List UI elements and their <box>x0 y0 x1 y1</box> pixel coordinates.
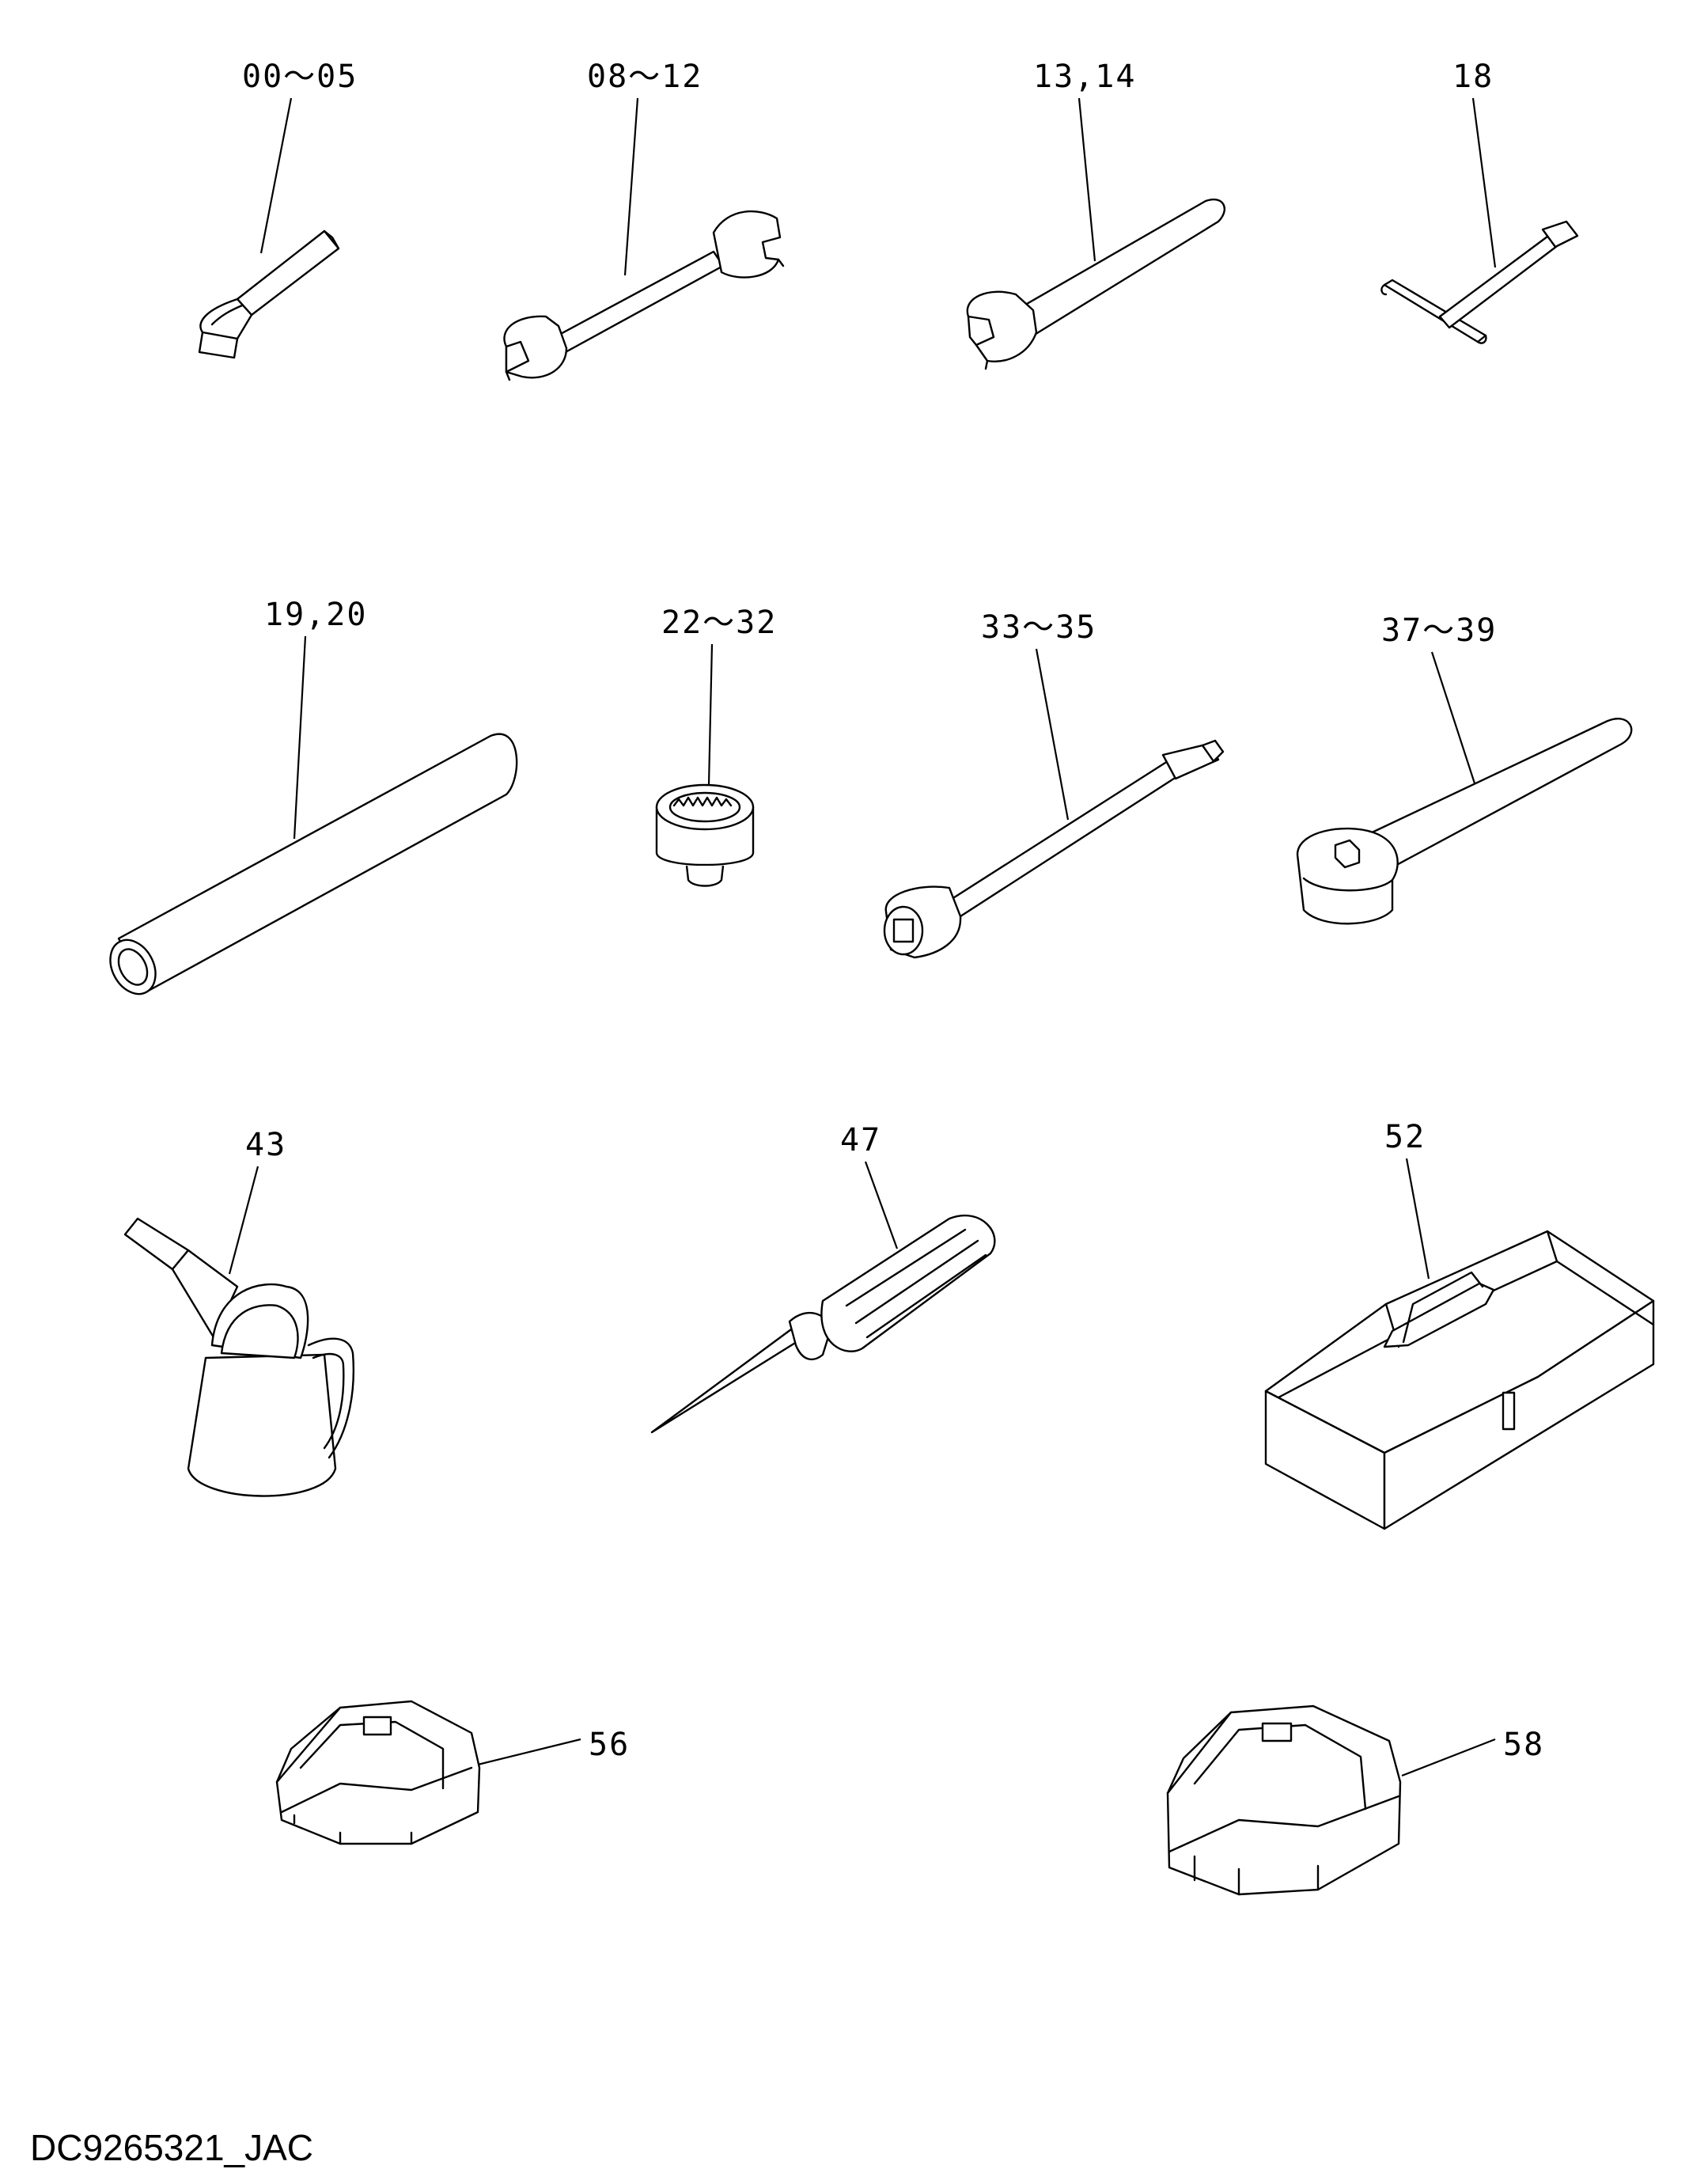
leader-line <box>259 97 293 254</box>
label-58: 58 <box>1503 1727 1544 1763</box>
leader-line <box>1401 1738 1496 1777</box>
label-43: 43 <box>245 1127 286 1163</box>
label-52: 52 <box>1384 1119 1426 1155</box>
ratchet-handle-part: 37～39 <box>1296 612 1633 925</box>
t-handle-wrench-part: 18 <box>1380 59 1579 344</box>
label-37-39: 37～39 <box>1381 612 1497 649</box>
label-56: 56 <box>589 1727 630 1763</box>
filter-wrench-small-part: 56 <box>275 1700 630 1845</box>
filter-wrench-large-part: 58 <box>1166 1704 1544 1896</box>
double-open-wrench-part: 08～12 <box>503 59 785 381</box>
label-33-35: 33～35 <box>981 609 1096 646</box>
leader-line <box>707 643 714 786</box>
label-18: 18 <box>1452 59 1494 95</box>
screwdriver-part: 47 <box>650 1122 996 1434</box>
label-47: 47 <box>840 1122 881 1158</box>
leader-line <box>1035 648 1070 821</box>
label-08-12: 08～12 <box>587 59 703 95</box>
leader-line <box>293 635 307 840</box>
leader-line <box>477 1738 581 1766</box>
leader-line <box>1077 97 1096 262</box>
tool-box-part: 52 <box>1264 1119 1655 1530</box>
leader-line <box>228 1166 259 1275</box>
leader-line <box>1430 651 1476 784</box>
document-id: DC9265321_JAC <box>30 2127 313 2168</box>
socket-part: 22～32 <box>655 605 777 887</box>
leader-line <box>1405 1158 1430 1280</box>
extension-bar-part: 33～35 <box>883 609 1225 959</box>
label-19-20: 19,20 <box>264 597 367 633</box>
hex-key-part: 00～05 <box>198 59 358 359</box>
single-open-wrench-part: 13,14 <box>966 59 1226 370</box>
leader-line <box>864 1161 899 1249</box>
label-22-32: 22～32 <box>661 605 777 641</box>
label-00-05: 00～05 <box>242 59 358 95</box>
bar-part: 19,20 <box>109 597 518 995</box>
oil-can-part: 43 <box>123 1127 355 1497</box>
leader-line <box>1471 97 1497 268</box>
leader-line <box>623 97 639 276</box>
label-13-14: 13,14 <box>1033 59 1136 95</box>
